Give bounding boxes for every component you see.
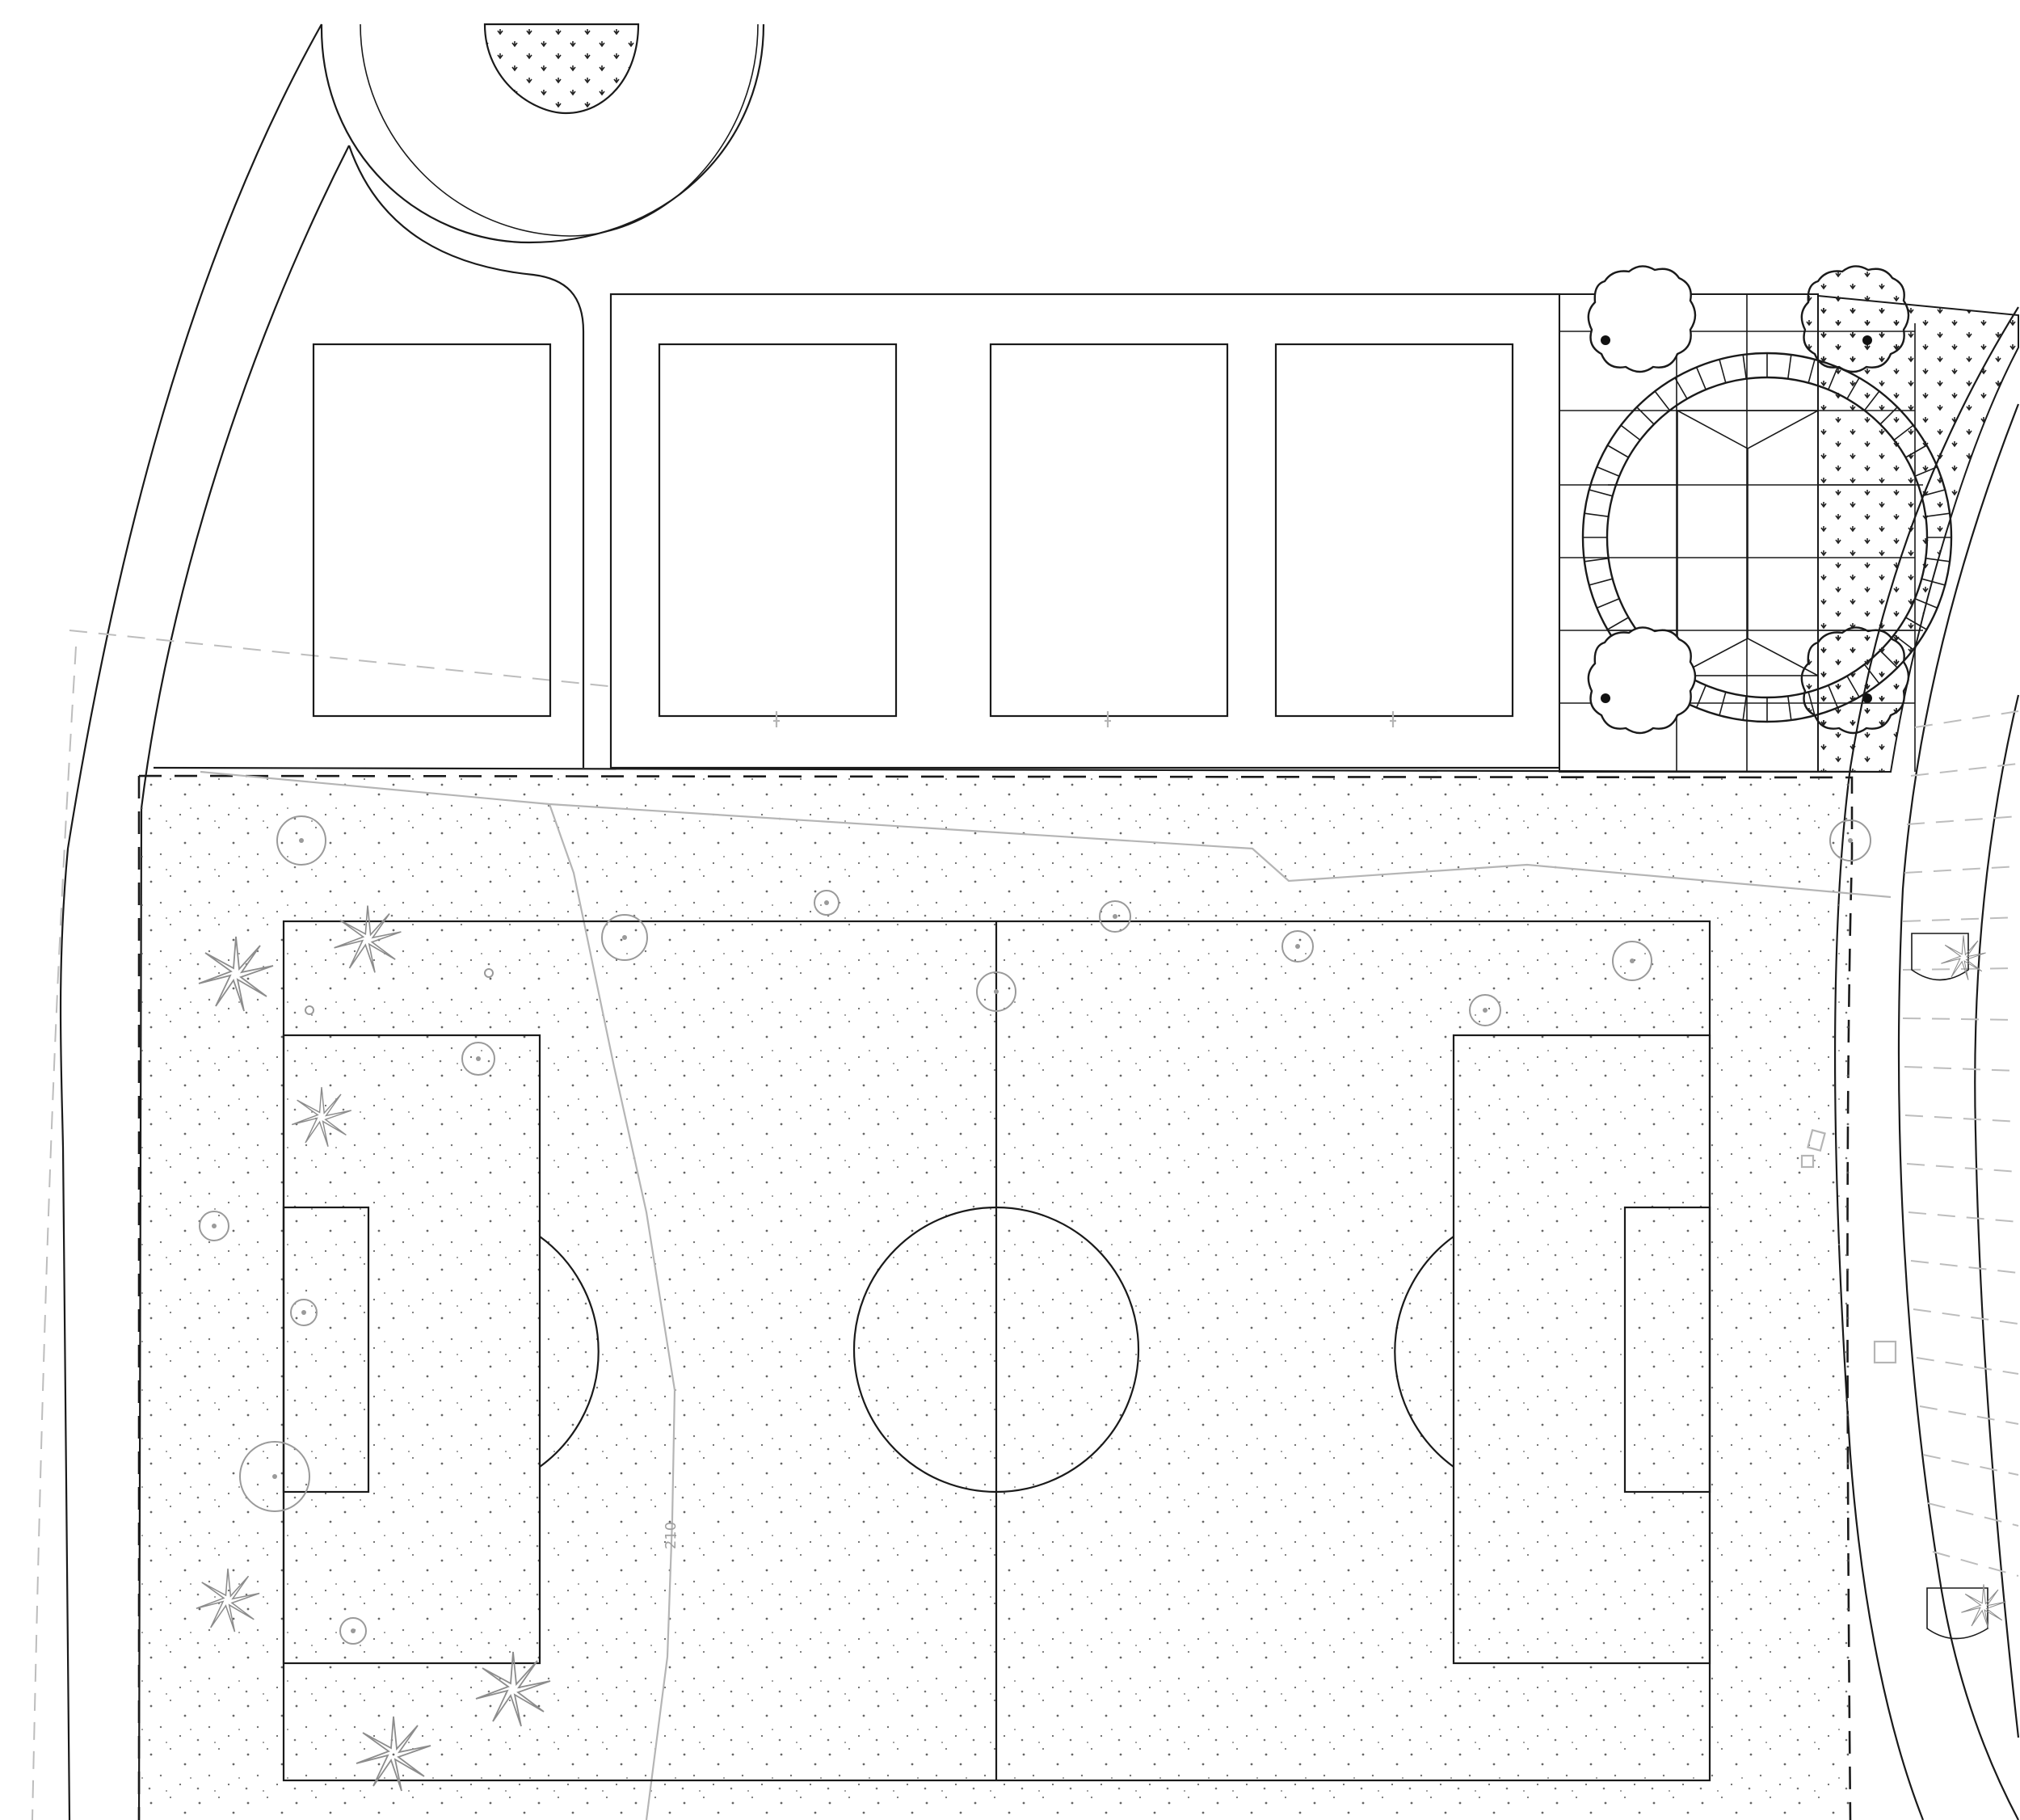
- east-road-edge-2: [1897, 403, 2020, 1820]
- fountain-ring-segment: [1925, 512, 1951, 517]
- contour-line-1: [200, 770, 1892, 899]
- penalty-arc-right: [1394, 1236, 1454, 1468]
- cul-de-sac-island: [483, 23, 640, 115]
- parking-space-4: [1274, 343, 1514, 718]
- grass-area: [141, 777, 1850, 1820]
- fountain-ring-segment: [1695, 367, 1706, 390]
- tree-ne: [1800, 265, 1910, 373]
- driveway-curb: [347, 145, 585, 768]
- parking-lot-outline: [609, 293, 1561, 769]
- east-road-edge-3: [1974, 694, 2020, 1738]
- fountain-ring-segment: [1584, 558, 1609, 562]
- fountain-ring-segment: [1921, 578, 1946, 586]
- goal-area-left: [282, 1206, 370, 1493]
- fountain-ring-segment: [1607, 617, 1629, 630]
- contour-line-2: [548, 803, 676, 1820]
- fountain-ring-segment: [1925, 558, 1951, 562]
- existing-shrubs: [199, 815, 1871, 1645]
- east-planter-2: [1926, 1583, 2007, 1640]
- fountain-ring-segment: [1787, 354, 1792, 379]
- fountain-ring-segment: [1905, 617, 1927, 630]
- penalty-arc-left: [539, 1236, 600, 1468]
- fountain-ring-segment: [1719, 692, 1727, 716]
- contour-label: 210: [663, 1522, 680, 1549]
- east-parking-stripes: [1902, 710, 2019, 1577]
- light-poles: [773, 711, 1396, 727]
- fountain-ring-segment: [1846, 377, 1860, 399]
- fountain-ring-segment: [1584, 512, 1609, 517]
- cul-de-sac-outer: [320, 23, 765, 244]
- fountain-ring-segment: [1914, 466, 1938, 477]
- fountain-ring-segment: [1589, 489, 1613, 497]
- fountain-ring-segment: [1807, 359, 1816, 383]
- parking-space-1: [312, 343, 552, 718]
- fountain-ring-segment: [1620, 424, 1641, 441]
- fountain-ring-segment: [1893, 424, 1914, 441]
- parking-space-3: [989, 343, 1229, 718]
- site-boundary-outer: [153, 766, 1883, 773]
- fountain-ring-segment: [1695, 685, 1706, 708]
- fountain-ring-segment: [1893, 634, 1914, 651]
- fountain-ring-segment: [1879, 407, 1898, 425]
- road-outer-edge: [59, 23, 322, 1820]
- tree-sw: [1587, 626, 1697, 735]
- road-centerline: [32, 646, 77, 1820]
- fountain-ring-segment: [1863, 390, 1880, 411]
- center-circle: [852, 1206, 1140, 1493]
- property-line: [69, 630, 617, 688]
- fountain-ring-segment: [1719, 359, 1727, 383]
- parking-space-2: [658, 343, 898, 718]
- fountain-ring-segment: [1636, 407, 1655, 425]
- fountain-ring-segment: [1914, 598, 1938, 609]
- fountain-ring-segment: [1674, 377, 1688, 399]
- soccer-field: [282, 920, 1711, 1782]
- fountain-pyramid: [1677, 410, 1819, 676]
- goal-area-right: [1623, 1206, 1711, 1493]
- fountain-ring-segment: [1597, 598, 1620, 609]
- fountain-ring-segment: [1597, 466, 1620, 477]
- fountain-ring-segment: [1828, 367, 1839, 390]
- fountain-ring-segment: [1742, 696, 1747, 721]
- fountain-ring-segment: [1742, 354, 1747, 379]
- tree-se: [1800, 626, 1910, 735]
- fountain-ring-segment: [1654, 390, 1671, 411]
- fountain-ring-segment: [1787, 696, 1792, 721]
- cul-de-sac-inner: [360, 23, 759, 237]
- east-planter-1: [1911, 933, 1987, 981]
- fountain-ring-segment: [1607, 444, 1629, 458]
- fountain-ring-segment: [1589, 578, 1613, 586]
- road-inner-edge: [137, 145, 350, 1820]
- fountain-ring-segment: [1905, 444, 1927, 458]
- tree-nw: [1587, 265, 1697, 373]
- site-furniture: [1800, 1128, 1897, 1364]
- fountain-ring-segment: [1921, 489, 1946, 497]
